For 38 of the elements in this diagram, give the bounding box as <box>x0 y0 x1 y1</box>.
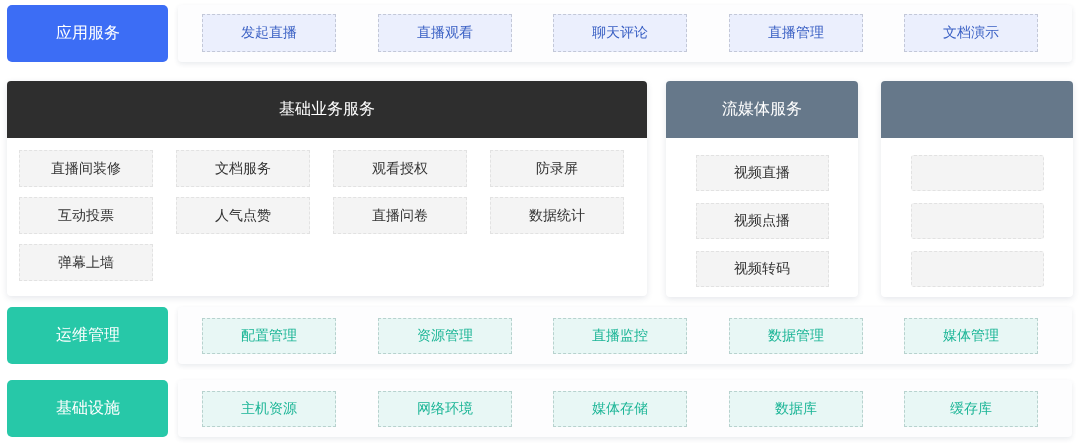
feature-tile: 弹幕上墙 <box>19 244 153 281</box>
feature-tile: 发起直播 <box>202 14 336 52</box>
feature-tile: 数据库 <box>728 391 863 427</box>
layer-header: 运维管理 <box>7 307 168 364</box>
layer-header: 应用服务 <box>7 5 168 62</box>
service-card <box>881 81 1073 297</box>
feature-tile: 直播观看 <box>377 14 512 52</box>
feature-tile: 直播间装修 <box>19 150 153 187</box>
feature-tile: 直播问卷 <box>333 197 467 234</box>
feature-tile: 网络环境 <box>377 391 512 427</box>
feature-tile <box>910 155 1044 191</box>
feature-tile: 资源管理 <box>377 318 512 354</box>
service-card <box>666 81 858 297</box>
feature-tile: 数据管理 <box>728 318 863 354</box>
feature-tile <box>910 203 1044 239</box>
card-header: 流媒体服务 <box>666 81 858 138</box>
feature-tile: 视频直播 <box>695 155 829 191</box>
feature-tile: 文档服务 <box>176 150 310 187</box>
feature-tile: 观看授权 <box>333 150 467 187</box>
layer-header: 基础设施 <box>7 380 168 437</box>
feature-tile <box>910 251 1044 287</box>
feature-tile: 视频转码 <box>695 251 829 287</box>
feature-tile: 配置管理 <box>202 318 336 354</box>
feature-tile: 防录屏 <box>490 150 624 187</box>
feature-tile: 人气点赞 <box>176 197 310 234</box>
feature-tile: 聊天评论 <box>553 14 687 52</box>
service-card <box>7 81 647 296</box>
feature-tile: 文档演示 <box>904 14 1038 52</box>
feature-tile: 媒体管理 <box>904 318 1038 354</box>
feature-tile: 媒体存储 <box>553 391 687 427</box>
feature-tile: 缓存库 <box>904 391 1038 427</box>
card-header: 基础业务服务 <box>7 81 647 138</box>
feature-tile: 数据统计 <box>490 197 624 234</box>
feature-tile: 互动投票 <box>19 197 153 234</box>
feature-tile: 直播管理 <box>728 14 863 52</box>
feature-tile: 直播监控 <box>553 318 687 354</box>
feature-tile: 主机资源 <box>202 391 336 427</box>
feature-tile: 视频点播 <box>695 203 829 239</box>
